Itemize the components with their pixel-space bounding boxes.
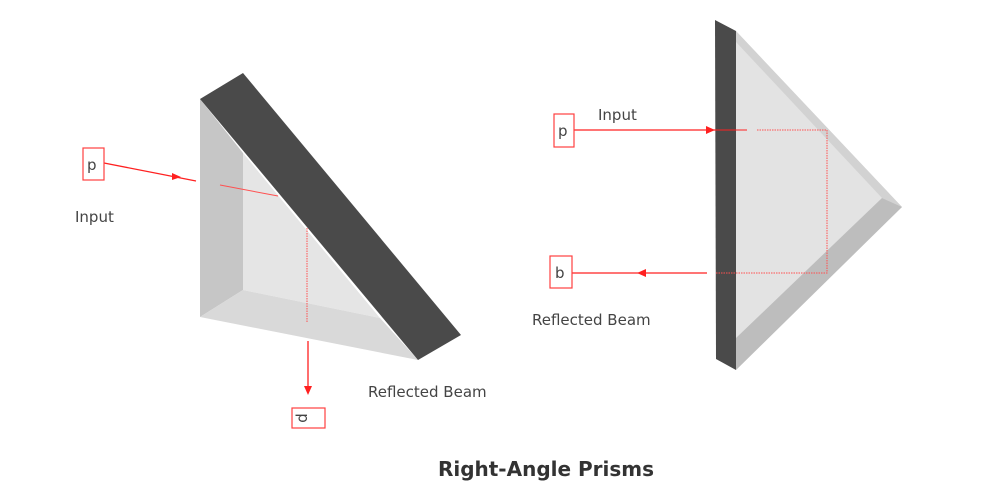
right-prism-bottom-face xyxy=(736,198,902,370)
right-input-pol-box xyxy=(553,113,575,148)
left-input-pol-box xyxy=(82,147,105,181)
right-prism-face xyxy=(736,31,902,370)
right-output-pol-box xyxy=(549,255,573,289)
left-output-label: Reflected Beam xyxy=(368,383,487,401)
figure-title: Right-Angle Prisms xyxy=(438,457,654,481)
left-prism-bottom-face xyxy=(200,290,418,360)
left-input-beam xyxy=(103,162,197,182)
right-prism: p b Input Reflected Beam xyxy=(532,20,902,370)
left-output-pol: p xyxy=(295,413,313,423)
right-output-label: Reflected Beam xyxy=(532,311,651,329)
right-output-pol: b xyxy=(555,264,565,282)
right-input-label: Input xyxy=(598,106,637,124)
left-prism-coated-hypotenuse xyxy=(200,73,461,360)
left-input-pol: p xyxy=(87,156,97,174)
right-input-pol: p xyxy=(558,122,568,140)
left-output-pol-box xyxy=(291,407,326,429)
left-prism-side-face xyxy=(200,99,243,317)
right-output-arrowhead xyxy=(637,269,646,277)
right-prism-coated-face xyxy=(715,20,736,370)
right-internal-path xyxy=(716,129,828,274)
left-internal-beam xyxy=(219,184,279,197)
left-prism: p p Input Reflected Beam xyxy=(75,73,487,429)
right-prism-top-edge xyxy=(736,31,902,207)
left-input-label: Input xyxy=(75,208,114,226)
left-input-arrowhead xyxy=(172,173,181,180)
left-output-arrowhead xyxy=(304,386,312,395)
right-input-arrowhead xyxy=(706,126,715,134)
left-prism-inner-face xyxy=(243,153,380,318)
